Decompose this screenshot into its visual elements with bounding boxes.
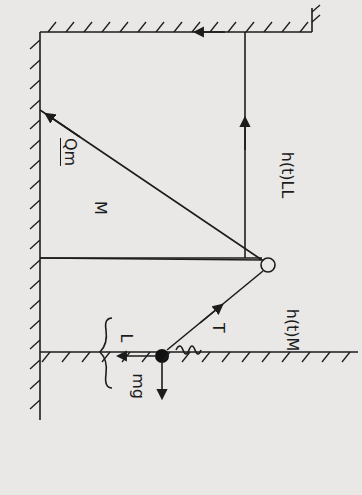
- tension-arrow: [200, 305, 222, 323]
- block-label: M: [91, 201, 110, 215]
- quantity-label: Qm: [60, 138, 80, 166]
- hatch: [48, 22, 56, 32]
- hatch: [138, 22, 146, 32]
- hatch: [120, 22, 128, 32]
- hatch: [102, 352, 110, 362]
- hatch: [30, 200, 40, 209]
- hatch: [30, 400, 40, 409]
- hatch: [302, 352, 310, 362]
- hatch: [30, 80, 40, 89]
- hatch: [30, 380, 40, 389]
- hatch: [30, 100, 40, 109]
- hatch: [102, 22, 110, 32]
- height-label: h(t)LL: [278, 152, 297, 199]
- hatch: [264, 22, 272, 32]
- hatch: [222, 352, 230, 362]
- hatch: [242, 352, 250, 362]
- hatch: [30, 240, 40, 249]
- hatch: [30, 300, 40, 309]
- hatch: [84, 22, 92, 32]
- tension-label: T: [209, 323, 228, 333]
- ceiling-line: [40, 31, 312, 33]
- hatch: [30, 40, 40, 49]
- hatch: [174, 22, 182, 32]
- hatch: [30, 120, 40, 129]
- hatch: [30, 220, 40, 229]
- hatch: [66, 22, 74, 32]
- force-arrow: [118, 355, 155, 357]
- hatch: [156, 22, 164, 32]
- hatch: [282, 22, 290, 32]
- hatch: [142, 352, 150, 362]
- weight-arrow: [161, 363, 163, 398]
- force-label: L: [117, 334, 136, 343]
- hatch: [30, 260, 40, 269]
- hatch: [210, 22, 218, 32]
- hatch: [162, 352, 170, 362]
- height-label: h(t)M: [283, 309, 302, 352]
- spring: [176, 346, 201, 354]
- weight-label: mg: [129, 373, 148, 399]
- hatch: [30, 60, 40, 69]
- mass: [155, 349, 169, 363]
- hatch: [342, 352, 350, 362]
- hatch: [30, 360, 40, 369]
- arrow: [244, 118, 246, 150]
- left-wall: [39, 32, 41, 420]
- triangle-outline: [40, 108, 262, 258]
- hatch: [82, 352, 90, 362]
- hatch: [30, 180, 40, 189]
- string: [167, 271, 263, 350]
- hatch: [312, 15, 320, 22]
- block-triangle: M: [40, 108, 262, 258]
- hatch: [42, 352, 50, 362]
- hatch: [312, 5, 320, 12]
- hatch: [30, 320, 40, 329]
- hatch: [30, 340, 40, 349]
- hatch: [262, 352, 270, 362]
- hatch: [202, 352, 210, 362]
- hatch: [228, 22, 236, 32]
- hatch: [30, 280, 40, 289]
- hatch: [30, 160, 40, 169]
- hatch: [122, 352, 130, 362]
- hatch: [246, 22, 254, 32]
- hatch: [322, 352, 330, 362]
- hatch: [300, 22, 308, 32]
- hatch: [192, 22, 200, 32]
- vertical-string: [244, 32, 246, 258]
- hatch: [62, 352, 70, 362]
- hatch: [182, 352, 190, 362]
- hatch: [30, 140, 40, 149]
- hatch: [282, 352, 290, 362]
- brace: [100, 318, 112, 388]
